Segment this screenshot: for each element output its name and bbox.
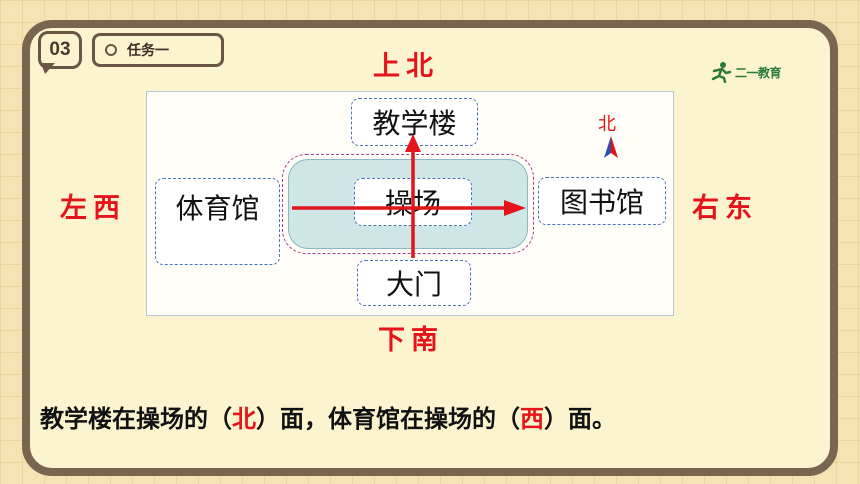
box-gate: 大门 [357,260,471,306]
sentence-part2: ）面，体育馆在操场的（ [256,403,520,433]
sentence-part3: ）面。 [544,403,616,433]
answer-2: 西 [520,403,544,433]
teaching-building-label: 教学楼 [372,107,457,140]
circle-icon [105,44,117,56]
task-label-text: 任务一 [127,43,169,59]
question-sentence: 教学楼在操场的（北）面，体育馆在操场的（西）面。 [40,396,840,436]
runner-icon [711,62,732,83]
east-arrowhead-icon [504,200,526,216]
brand-logo: 二一教育 [708,60,792,84]
task-label: 任务一 [92,33,224,67]
box-gym: 体育馆 [155,178,280,265]
gym-label: 体育馆 [175,192,260,225]
badge-tail-icon [41,63,55,74]
playground-outline [282,154,534,254]
sentence-part1: 教学楼在操场的（ [40,403,232,433]
compass-label: 北 [598,114,616,135]
direction-bottom: 下南 [378,325,444,356]
library-label: 图书馆 [559,186,644,219]
direction-top: 上北 [373,51,439,82]
compass-north-icon [604,136,618,158]
direction-left: 左西 [60,193,126,224]
box-library: 图书馆 [538,177,666,225]
direction-right: 右东 [692,193,758,224]
section-badge: 03 [38,31,82,69]
gate-label: 大门 [385,268,442,301]
section-number: 03 [49,39,71,60]
box-teaching-building: 教学楼 [351,98,478,146]
answer-1: 北 [232,403,256,433]
logo-text: 二一教育 [735,65,782,80]
north-arrowhead-icon [405,134,421,152]
